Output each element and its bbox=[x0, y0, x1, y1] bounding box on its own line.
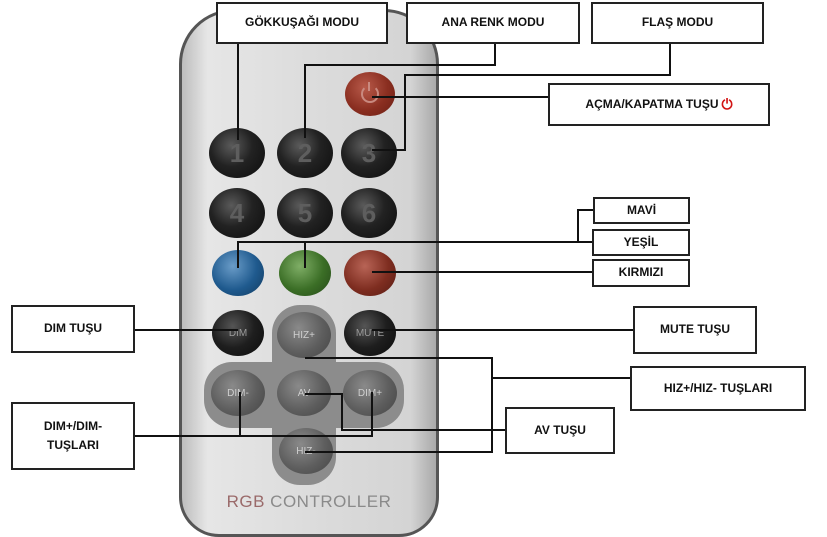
label-av-text: AV TUŞU bbox=[534, 422, 586, 437]
label-red: KIRMIZI bbox=[592, 259, 690, 287]
button-5[interactable]: 5 bbox=[277, 188, 333, 238]
power-icon bbox=[361, 82, 379, 103]
brand-controller: CONTROLLER bbox=[264, 492, 392, 511]
label-main-color-mode: ANA RENK MODU bbox=[406, 2, 580, 44]
brand-rgb: RGB bbox=[226, 492, 265, 511]
label-mute-button: MUTE TUŞU bbox=[633, 306, 757, 354]
label-mute-text: MUTE TUŞU bbox=[660, 322, 730, 337]
dim-button[interactable]: DIM bbox=[212, 310, 264, 356]
label-red-text: KIRMIZI bbox=[618, 265, 664, 280]
button-6-label: 6 bbox=[361, 197, 377, 228]
label-flash-mode: FLAŞ MODU bbox=[591, 2, 764, 44]
dim-plus-label: DIM+ bbox=[357, 387, 383, 399]
label-dim-pm-line2: TUŞLARI bbox=[47, 438, 99, 452]
dim-minus-label: DIM- bbox=[227, 387, 249, 399]
label-dim-plus-minus: DIM+/DIM- TUŞLARI bbox=[11, 402, 135, 470]
mute-button[interactable]: MUTE bbox=[344, 310, 396, 356]
label-dim-pm-line1: DIM+/DIM- bbox=[43, 418, 103, 433]
button-2-label: 2 bbox=[297, 137, 313, 168]
hiz-plus-button[interactable]: HIZ+ bbox=[277, 312, 331, 358]
label-rainbow-text: GÖKKUŞAĞI MODU bbox=[245, 15, 359, 30]
label-green-text: YEŞİL bbox=[623, 234, 659, 249]
button-1-label: 1 bbox=[229, 137, 245, 168]
label-dim-text: DIM TUŞU bbox=[44, 321, 102, 336]
power-icon: ⏻ bbox=[721, 96, 733, 113]
dim-minus-button[interactable]: DIM- bbox=[211, 370, 265, 416]
line-green bbox=[304, 241, 592, 268]
label-blue-text: MAVİ bbox=[626, 202, 657, 217]
line-flash bbox=[372, 44, 671, 151]
button-3[interactable]: 3 bbox=[341, 128, 397, 178]
line-av bbox=[305, 393, 505, 431]
button-3-label: 3 bbox=[361, 137, 377, 168]
label-power-button: AÇMA/KAPATMA TUŞU⏻ bbox=[548, 83, 770, 126]
line-main-color bbox=[304, 44, 496, 138]
button-5-label: 5 bbox=[297, 197, 313, 228]
hiz-plus-label: HIZ+ bbox=[293, 329, 315, 341]
label-speed-text: HIZ+/HIZ- TUŞLARI bbox=[663, 380, 773, 395]
mute-button-label: MUTE bbox=[355, 327, 385, 339]
button-4-label: 4 bbox=[229, 197, 245, 228]
label-av-button: AV TUŞU bbox=[505, 407, 615, 454]
line-speed bbox=[305, 357, 630, 379]
line-blue bbox=[237, 209, 595, 268]
label-rainbow-mode: GÖKKUŞAĞI MODU bbox=[216, 2, 388, 44]
brand-text: RGB CONTROLLER bbox=[182, 492, 436, 512]
dim-button-label: DIM bbox=[228, 327, 248, 339]
line-dim-plus bbox=[240, 392, 373, 437]
label-dim-button: DIM TUŞU bbox=[11, 305, 135, 353]
av-label: AV bbox=[297, 387, 311, 399]
button-4[interactable]: 4 bbox=[209, 188, 265, 238]
power-button[interactable] bbox=[345, 72, 395, 116]
button-6[interactable]: 6 bbox=[341, 188, 397, 238]
line-speed-minus bbox=[305, 378, 493, 453]
label-blue: MAVİ bbox=[593, 197, 690, 224]
label-flash-text: FLAŞ MODU bbox=[641, 15, 714, 30]
label-green: YEŞİL bbox=[592, 229, 690, 256]
label-power-text: AÇMA/KAPATMA TUŞU bbox=[585, 96, 719, 111]
dim-plus-button[interactable]: DIM+ bbox=[343, 370, 397, 416]
label-speed-buttons: HIZ+/HIZ- TUŞLARI bbox=[630, 366, 806, 411]
label-main-color-text: ANA RENK MODU bbox=[441, 15, 545, 30]
